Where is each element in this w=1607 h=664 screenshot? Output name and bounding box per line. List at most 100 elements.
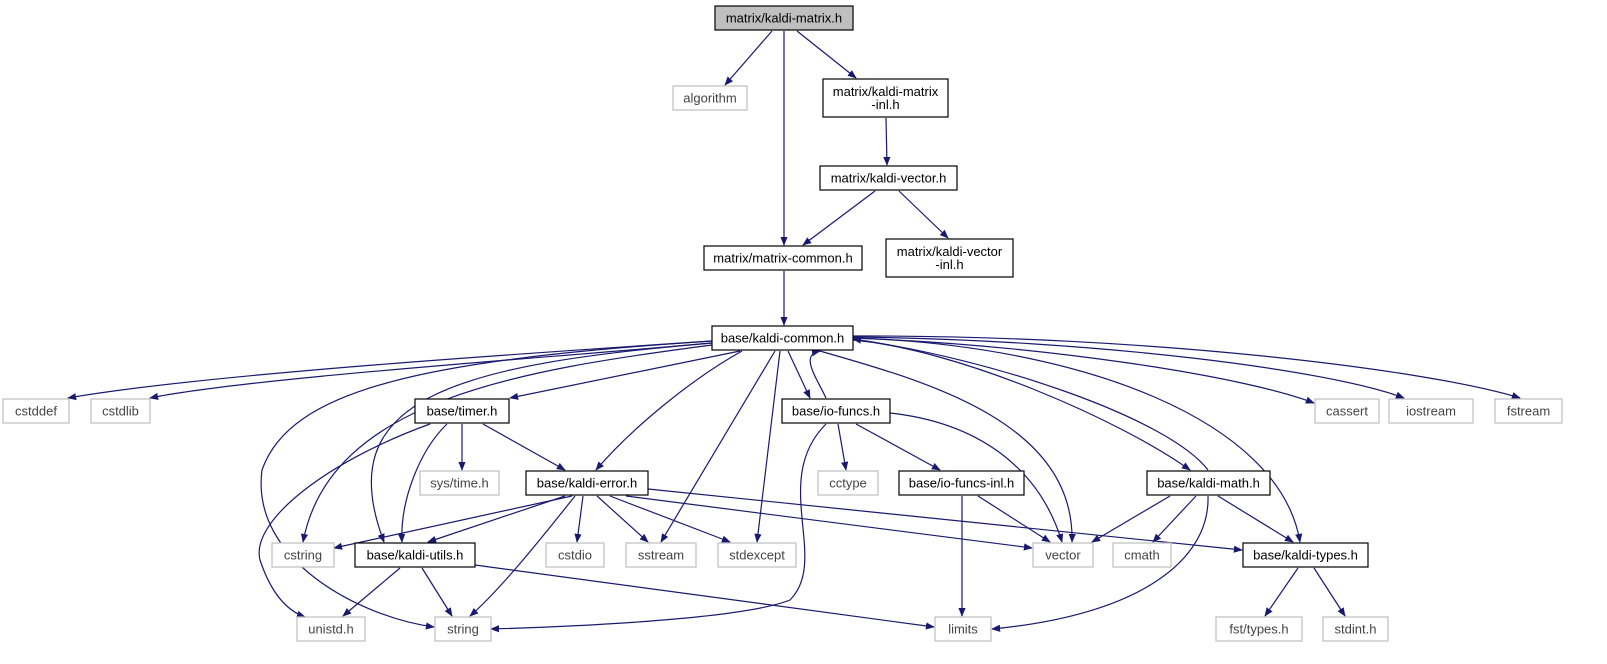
node-vector: vector <box>1032 542 1094 568</box>
node-systime: sys/time.h <box>419 470 500 496</box>
edge-iofuncs-kcommon <box>809 349 827 399</box>
node-matinl[interactable]: matrix/kaldi-matrix-inl.h <box>822 78 949 118</box>
edge-timer-utils <box>398 423 448 543</box>
node-box <box>625 542 697 568</box>
node-types[interactable]: base/kaldi-types.h <box>1242 542 1369 568</box>
node-cctype: cctype <box>817 470 879 496</box>
edge-iofuncs-vector <box>879 411 1064 543</box>
node-box <box>717 542 797 568</box>
node-box <box>672 85 748 111</box>
edge-kcommon-types <box>852 337 1303 543</box>
node-algorithm: algorithm <box>672 85 748 111</box>
node-box <box>271 542 335 568</box>
file-nodes: matrix/kaldi-matrix.h algorithm matrix/kal… <box>2 5 1563 642</box>
node-label: base/io-funcs-inl.h <box>909 476 1015 491</box>
node-label: cstdio <box>558 548 592 563</box>
edge-error-utils <box>427 495 566 543</box>
node-label: stdexcept <box>729 548 785 563</box>
node-label: -inl.h <box>935 257 963 272</box>
node-label: -inl.h <box>871 97 899 112</box>
node-label: iostream <box>1406 404 1456 419</box>
node-kcommon[interactable]: base/kaldi-common.h <box>711 325 854 351</box>
edge-kcommon-vector <box>819 350 1076 543</box>
edge-utils-string <box>421 567 453 617</box>
node-label: vector <box>1045 548 1081 563</box>
node-box <box>1215 616 1303 642</box>
node-label: stdint.h <box>1335 622 1377 637</box>
node-box <box>898 470 1025 496</box>
edge-kcommon-utils <box>370 342 713 543</box>
node-vec[interactable]: matrix/kaldi-vector.h <box>819 165 958 191</box>
node-box <box>885 238 1014 278</box>
node-box <box>434 616 492 642</box>
node-sstream: sstream <box>625 542 697 568</box>
node-label: cstdlib <box>102 404 139 419</box>
node-box <box>714 5 854 31</box>
edge-error-cstdio <box>574 495 584 543</box>
node-label: limits <box>948 622 978 637</box>
node-label: base/kaldi-error.h <box>537 476 637 491</box>
node-cstdio: cstdio <box>545 542 605 568</box>
node-stdexcept: stdexcept <box>717 542 797 568</box>
node-label: base/kaldi-utils.h <box>367 548 464 563</box>
node-label: sstream <box>638 548 684 563</box>
node-utils[interactable]: base/kaldi-utils.h <box>354 542 476 568</box>
edge-utils-limits <box>474 564 935 630</box>
edge-kcommon-cstring <box>300 344 713 543</box>
node-box <box>817 470 879 496</box>
node-box <box>1112 542 1172 568</box>
node-vecinl[interactable]: matrix/kaldi-vector-inl.h <box>885 238 1014 278</box>
node-string: string <box>434 616 492 642</box>
node-iofuncsinl[interactable]: base/io-funcs-inl.h <box>898 470 1025 496</box>
node-box <box>703 245 863 271</box>
node-label: base/kaldi-types.h <box>1253 548 1358 563</box>
node-cstring: cstring <box>271 542 335 568</box>
node-box <box>296 616 366 642</box>
node-cstdlib: cstdlib <box>90 398 151 424</box>
node-root[interactable]: matrix/kaldi-matrix.h <box>714 5 854 31</box>
node-unistd: unistd.h <box>296 616 366 642</box>
edge-error-cstring <box>333 495 573 550</box>
edge-kmath-types <box>1217 495 1294 543</box>
node-box <box>419 470 500 496</box>
node-iostream: iostream <box>1388 398 1474 424</box>
edge-kmath-cmath <box>1152 495 1197 543</box>
edge-error-sstream <box>596 495 649 543</box>
node-timer[interactable]: base/timer.h <box>414 398 510 424</box>
node-stdint: stdint.h <box>1322 616 1389 642</box>
node-box <box>545 542 605 568</box>
node-box <box>1314 398 1380 424</box>
node-label: cassert <box>1326 404 1368 419</box>
edge-error-stdexcept <box>609 495 731 543</box>
node-box <box>781 398 891 424</box>
node-label: cctype <box>829 476 867 491</box>
node-label: unistd.h <box>308 622 354 637</box>
edge-kcommon-iostream <box>852 336 1405 399</box>
node-box <box>1032 542 1094 568</box>
node-label: matrix/matrix-common.h <box>713 251 852 266</box>
node-box <box>1322 616 1389 642</box>
edge-kcommon-stdexcept <box>754 350 781 543</box>
node-label: cstddef <box>15 404 57 419</box>
node-box <box>711 325 854 351</box>
node-common[interactable]: matrix/matrix-common.h <box>703 245 863 271</box>
edge-utils-unistd <box>342 567 401 617</box>
node-box <box>90 398 151 424</box>
edge-root-matinl <box>796 30 857 79</box>
node-cstddef: cstddef <box>2 398 70 424</box>
node-label: base/io-funcs.h <box>792 404 880 419</box>
node-error[interactable]: base/kaldi-error.h <box>525 470 649 496</box>
node-iofuncs[interactable]: base/io-funcs.h <box>781 398 891 424</box>
edge-kmath-limits <box>991 495 1209 632</box>
edge-timer-unistd <box>258 423 431 618</box>
node-kmath[interactable]: base/kaldi-math.h <box>1146 470 1271 496</box>
node-limits: limits <box>934 616 992 642</box>
edge-kcommon-timer <box>509 350 741 400</box>
node-label: matrix/kaldi-vector <box>897 244 1003 259</box>
edge-kcommon-cassert <box>852 337 1315 404</box>
node-label: base/kaldi-common.h <box>721 331 845 346</box>
edge-iofuncs-string <box>490 423 827 633</box>
edge-root-algorithm <box>724 30 773 86</box>
node-box <box>2 398 70 424</box>
node-fsttypes: fst/types.h <box>1215 616 1303 642</box>
